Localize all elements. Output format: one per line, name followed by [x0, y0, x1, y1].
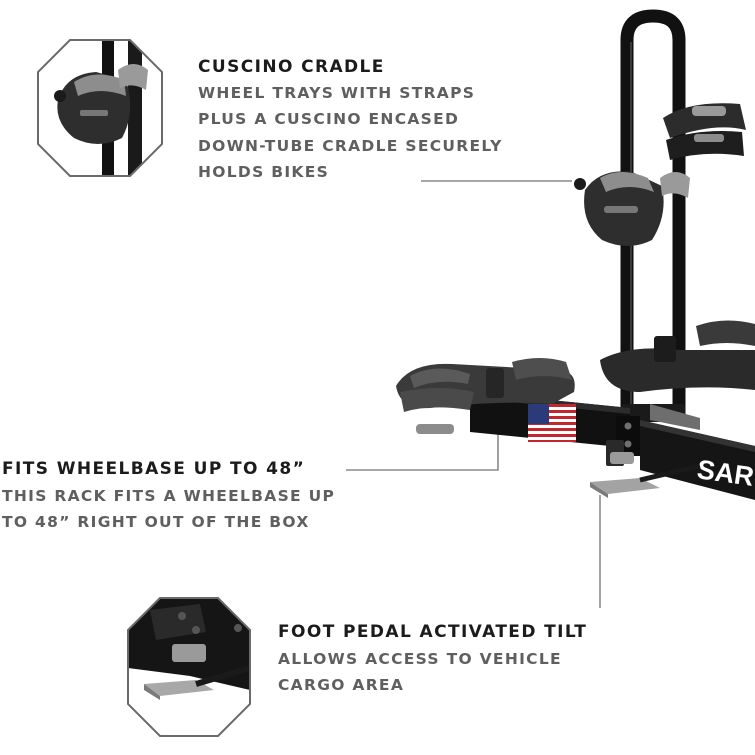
tilt-bracket: [606, 440, 634, 466]
upper-wheel-tray: [663, 103, 746, 160]
cradle-description-line: WHEEL TRAYS WITH STRAPS: [198, 84, 476, 102]
cradle-detail-inset: [37, 39, 163, 177]
wheelbase-description-line: TO 48” RIGHT OUT OF THE BOX: [2, 513, 310, 532]
cradle-callout-description: WHEEL TRAYS WITH STRAPS PLUS A CUSCINO E…: [198, 80, 503, 185]
pedal-detail-inset: [127, 597, 251, 737]
wheelbase-callout-title: FITS WHEELBASE UP TO 48”: [2, 459, 306, 479]
pedal-callout-title: FOOT PEDAL ACTIVATED TILT: [278, 622, 588, 642]
pedal-description-line: ALLOWS ACCESS TO VEHICLE: [278, 650, 562, 668]
cradle-callout-title: CUSCINO CRADLE: [198, 57, 385, 77]
front-wheel-tray: [396, 358, 575, 434]
wheelbase-description-line: THIS RACK FITS A WHEELBASE UP: [2, 487, 336, 505]
pedal-callout-description: ALLOWS ACCESS TO VEHICLE CARGO AREA: [278, 646, 562, 699]
cradle-description-line: HOLDS BIKES: [198, 162, 330, 181]
wheelbase-callout-description: THIS RACK FITS A WHEELBASE UP TO 48” RIG…: [2, 483, 335, 536]
wheelbase-leader-line: [346, 432, 499, 471]
us-flag-decal: [528, 404, 576, 442]
leader-lines: [346, 180, 601, 608]
cradle-description-line: PLUS A CUSCINO ENCASED: [198, 110, 460, 129]
rear-wheel-trays: [600, 320, 755, 430]
pedal-description-line: CARGO AREA: [278, 676, 405, 695]
cradle-description-line: DOWN-TUBE CRADLE SECURELY: [198, 136, 503, 155]
cuscino-cradle-on-rack: [574, 171, 690, 246]
foot-pedal: [590, 463, 701, 498]
